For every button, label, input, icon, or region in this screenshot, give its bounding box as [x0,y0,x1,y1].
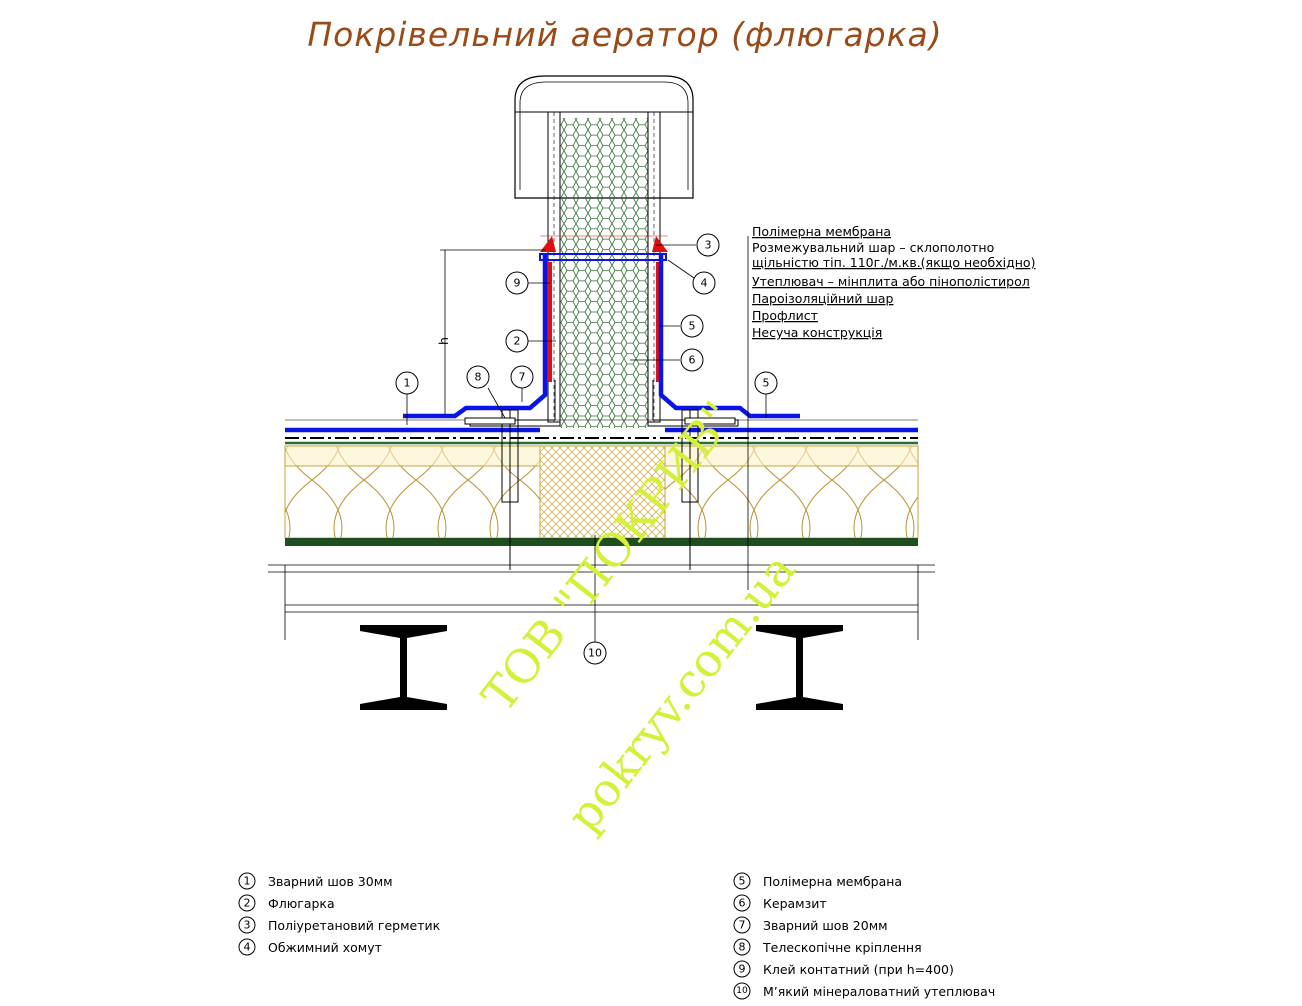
svg-text:4: 4 [244,941,251,954]
svg-text:5: 5 [763,377,770,390]
svg-text:Зварний шов 30мм: Зварний шов 30мм [268,874,393,889]
svg-text:Поліуретановий герметик: Поліуретановий герметик [268,918,441,933]
sealant [540,236,668,252]
svg-text:Зварний шов 20мм: Зварний шов 20мм [763,918,888,933]
roof-membrane [285,419,918,445]
layer-label: Розмежувальний шар – склополотно [752,240,994,255]
svg-text:10: 10 [736,986,748,996]
legend-left: 1 Зварний шов 30мм 2 Флюгарка 3 Поліуретано… [238,872,441,956]
aerator-cap [514,75,694,199]
aerator-pipe [547,111,661,428]
svg-text:5: 5 [689,320,696,333]
svg-text:8: 8 [475,371,482,384]
svg-text:2: 2 [244,897,251,910]
svg-text:10: 10 [588,647,602,660]
svg-text:7: 7 [519,371,526,384]
svg-text:1: 1 [244,875,251,888]
svg-text:М’який мінераловатний утеплюва: М’який мінераловатний утеплювач [763,984,995,999]
layer-label: щільністю тіп. 110г./м.кв.(якщо необхідн… [752,255,1035,270]
membrane-flashing [403,255,548,419]
svg-text:Флюгарка: Флюгарка [268,896,335,911]
i-beam [360,625,447,710]
svg-text:7: 7 [739,919,746,932]
svg-text:2: 2 [514,335,521,348]
layer-label: Утеплювач – мінплита або пінополістирол [752,274,1030,289]
callouts [406,244,767,648]
svg-text:9: 9 [514,277,521,290]
dimension-label: h [436,337,451,345]
svg-text:Клей контатний (при h=400): Клей контатний (при h=400) [763,962,954,977]
svg-text:4: 4 [701,277,708,290]
profiled-sheet [268,564,935,640]
svg-text:5: 5 [739,875,746,888]
svg-text:Обжимний хомут: Обжимний хомут [268,940,382,955]
svg-text:6: 6 [689,354,696,367]
svg-text:8: 8 [739,941,746,954]
legend-right: 5 Полімерна мембрана 6 Керамзит 7 Зварний ш… [733,872,995,1000]
layer-label: Полімерна мембрана [752,224,891,239]
layer-label: Пароізоляційний шар [752,291,894,306]
svg-text:3: 3 [705,239,712,252]
svg-text:3: 3 [244,919,251,932]
svg-text:9: 9 [739,963,746,976]
svg-text:Полімерна мембрана: Полімерна мембрана [763,874,902,889]
callout-bubbles: 1 2 3 4 5 6 7 8 9 10 5 [395,233,778,665]
layer-label: Несуча конструкція [752,325,882,340]
dimension-h [440,249,545,415]
svg-text:Керамзит: Керамзит [763,896,827,911]
svg-text:6: 6 [739,897,746,910]
svg-text:Телескопічне кріплення: Телескопічне кріплення [762,940,922,955]
i-beam [756,625,843,710]
svg-text:1: 1 [404,377,411,390]
telescopic-fastener [464,409,736,570]
vapour-barrier [285,538,918,546]
drawing-title: Покрівельний аератор (флюгарка) [307,15,942,54]
layer-label: Профлист [752,308,818,323]
layer-labels: Полімерна мембрана Розмежувальний шар – … [752,224,1035,340]
contact-adhesive [548,262,552,382]
